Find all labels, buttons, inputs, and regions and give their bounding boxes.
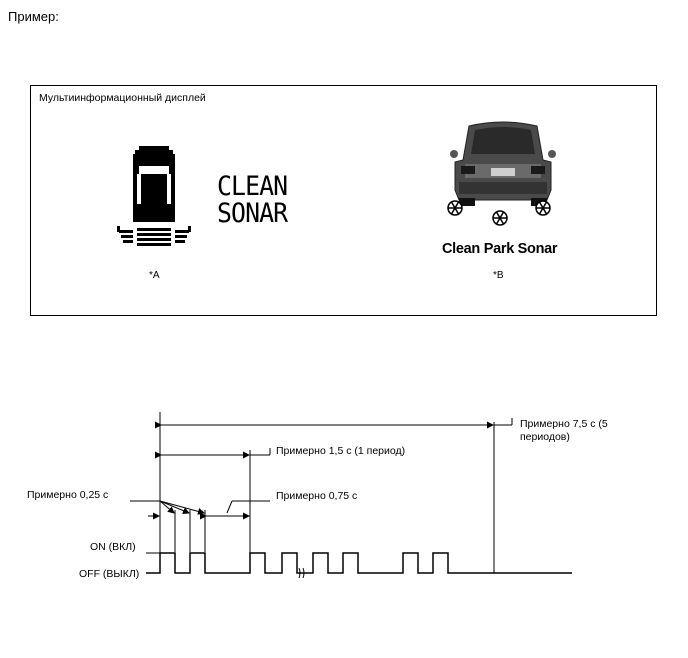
label-7-5s-line2: периодов) [520,431,570,443]
label-1-5s: Примерно 1,5 с (1 период) [276,445,405,457]
sensor-icon-center [492,210,508,226]
label-0-25s: Примерно 0,25 с [27,489,108,501]
label-7-5s-line1: Примерно 7,5 с (5 [520,418,608,430]
pixel-car-icon [117,146,191,246]
label-on: ON (ВКЛ) [90,541,136,553]
car-rear-image [450,121,556,206]
clean-park-sonar-label: Clean Park Sonar [442,241,558,257]
clean-line-2: SONAR [217,198,288,229]
sensor-icon-right [535,200,551,216]
sensor-icon-left [447,200,463,216]
sensor-icons [447,200,551,226]
example-label: Пример: [8,9,59,24]
label-b: *B [493,270,504,281]
clean-sonar-text: CLEAN SONAR [217,171,288,229]
multi-info-display-label: Мультиинформационный дисплей [39,92,206,104]
waveform-signal [146,552,572,574]
label-a: *A [149,270,160,281]
label-off: OFF (ВЫКЛ) [79,568,139,580]
display-panel: Мультиинформационный дисплей [30,85,657,316]
label-0-75s: Примерно 0,75 с [276,490,357,502]
clean-line-1: CLEAN [217,171,288,202]
timing-diagram: Примерно 7,5 с (5 периодов) Примерно 1,5… [27,412,608,580]
